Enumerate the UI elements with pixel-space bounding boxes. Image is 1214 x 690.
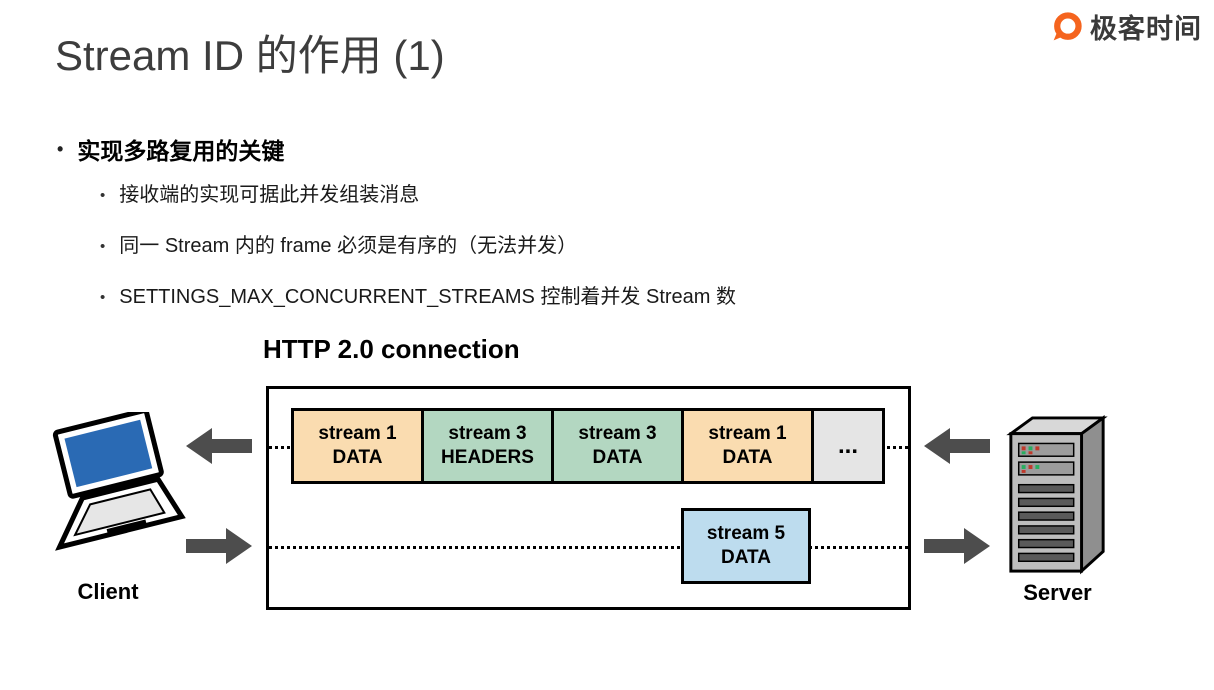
page-title: Stream ID 的作用 (1) [55,32,445,79]
bullet-main: • 实现多路复用的关键 [57,132,284,166]
bullet-sub-item: • 接收端的实现可据此并发组装消息 [100,184,736,207]
frame-stream-label: stream 1 [708,423,787,444]
frames-row-top: stream 1 DATA stream 3 HEADERS stream 3 … [291,408,885,484]
http2-connection-box: stream 1 DATA stream 3 HEADERS stream 3 … [266,386,911,610]
frame-ellipsis-label: ... [837,432,858,459]
bullet-dot: • [100,289,106,306]
frame-stream3-data: stream 3 DATA [551,408,684,484]
bullet-sub-label: 同一 Stream 内的 frame 必须是有序的（无法并发） [119,235,578,257]
client-laptop-icon [52,412,186,551]
frame-stream1-data: stream 1 DATA [291,408,424,484]
bullet-sub-item: • SETTINGS_MAX_CONCURRENT_STREAMS 控制着并发 … [100,286,736,309]
frame-type-label: HEADERS [441,447,534,468]
arrow-right-from-client-icon [186,528,252,564]
bullet-sub-label: SETTINGS_MAX_CONCURRENT_STREAMS 控制着并发 St… [119,286,737,308]
geektime-logo-icon [1053,11,1082,40]
server-tower-icon [1006,415,1108,575]
diagram-title: HTTP 2.0 connection [263,334,520,364]
arrow-left-from-server-icon [924,428,990,464]
brand-logo: 极客时间 [1051,7,1202,46]
arrow-right-to-server-icon [924,528,990,564]
brand-name: 极客时间 [1090,14,1202,44]
frame-stream-label: stream 1 [318,423,397,444]
frame-stream-label: stream 3 [578,423,657,444]
frame-stream-label: stream 5 [706,523,786,544]
server-label: Server [1023,580,1092,605]
bullet-dot: • [100,238,106,255]
bullet-dot: • [100,187,106,204]
bullet-sub-label: 接收端的实现可据此并发组装消息 [119,184,420,206]
frame-type-label: DATA [721,547,771,568]
frame-type-label: DATA [722,447,773,468]
frame-stream1-data-2: stream 1 DATA [681,408,814,484]
bullet-sub-list: • 接收端的实现可据此并发组装消息 • 同一 Stream 内的 frame 必… [100,184,736,337]
frame-stream3-headers: stream 3 HEADERS [421,408,554,484]
frame-stream5-data: stream 5 DATA [681,508,811,584]
bullet-main-label: 实现多路复用的关键 [77,138,285,164]
bullet-dot: • [57,138,64,159]
frame-type-label: DATA [592,447,643,468]
bullet-sub-item: • 同一 Stream 内的 frame 必须是有序的（无法并发） [100,235,736,258]
frame-type-label: DATA [332,447,383,468]
frame-stream-label: stream 3 [448,423,527,444]
frame-ellipsis: ... [811,408,885,484]
dotted-line-bottom [269,546,908,549]
client-label: Client [77,579,139,604]
arrow-left-to-client-icon [186,428,252,464]
